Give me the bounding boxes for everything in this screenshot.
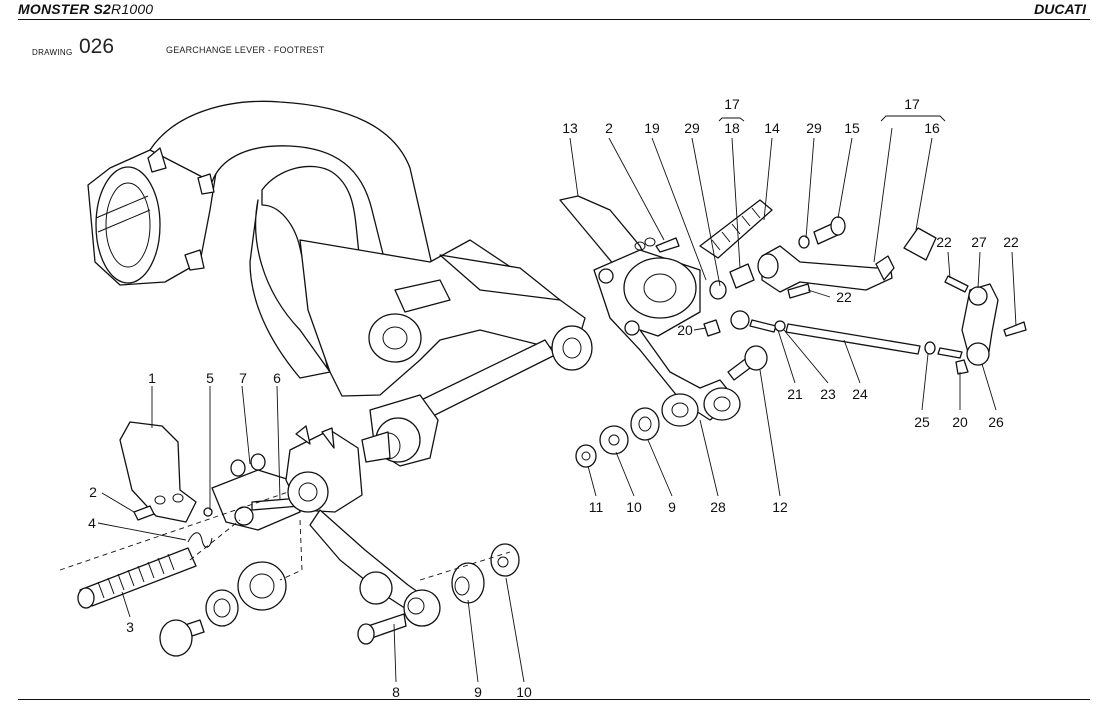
left-footrest-assembly [59,421,301,609]
callout-3: 3 [126,619,134,635]
drawing-label: DRAWING [32,48,73,57]
footer-rule [18,699,1090,700]
callout-17-left: 17 [724,96,740,112]
model-name-part2: S2 [93,1,112,17]
brand-logo: DUCATI [1034,1,1086,17]
callout-7: 7 [239,370,247,386]
callout-20-left: 20 [677,322,693,338]
callout-5: 5 [206,370,214,386]
callout-29-right: 29 [806,120,822,136]
callout-19: 19 [644,120,660,136]
callout-14: 14 [764,120,780,136]
callout-25: 25 [914,414,930,430]
callout-16: 16 [924,120,940,136]
callout-10-lower: 10 [516,684,532,700]
frame-swingarm-illustration [87,100,593,467]
model-name-part3: R1000 [111,1,154,17]
callout-8: 8 [392,684,400,700]
model-name: MONSTER S2R1000 [18,1,153,17]
callout-2-right: 2 [605,120,613,136]
callout-labels: 1 2 4 3 5 7 6 8 9 10 13 2 19 29 17 18 14… [88,96,1019,700]
callout-22-right: 22 [1003,234,1019,250]
callout-22-middle: 22 [836,289,852,305]
leader-lines [97,115,1017,683]
callout-17-right: 17 [904,96,920,112]
callout-29-left: 29 [684,120,700,136]
callout-13: 13 [562,120,578,136]
callout-18: 18 [724,120,740,136]
callout-26: 26 [988,414,1004,430]
callout-22-left: 22 [936,234,952,250]
callout-2-left: 2 [89,484,97,500]
callout-20-right: 20 [952,414,968,430]
callout-9-right: 9 [668,499,676,515]
model-name-part1: MONSTER [18,1,90,17]
callout-27: 27 [971,234,987,250]
callout-21: 21 [787,386,803,402]
callout-4: 4 [88,515,96,531]
drawing-title: GEARCHANGE LEVER - FOOTREST [166,45,325,55]
callout-24: 24 [852,386,868,402]
callout-12: 12 [772,499,788,515]
callout-23: 23 [820,386,836,402]
callout-10-right: 10 [626,499,642,515]
callout-15: 15 [844,120,860,136]
drawing-number: 026 [79,35,115,58]
brake-lever-assembly [159,425,520,657]
header-rule [18,19,1090,20]
callout-28: 28 [710,499,726,515]
callout-9-lower: 9 [474,684,482,700]
callout-1: 1 [148,370,156,386]
callout-11: 11 [589,499,604,515]
gearchange-assembly [559,195,1027,468]
callout-6: 6 [273,370,281,386]
